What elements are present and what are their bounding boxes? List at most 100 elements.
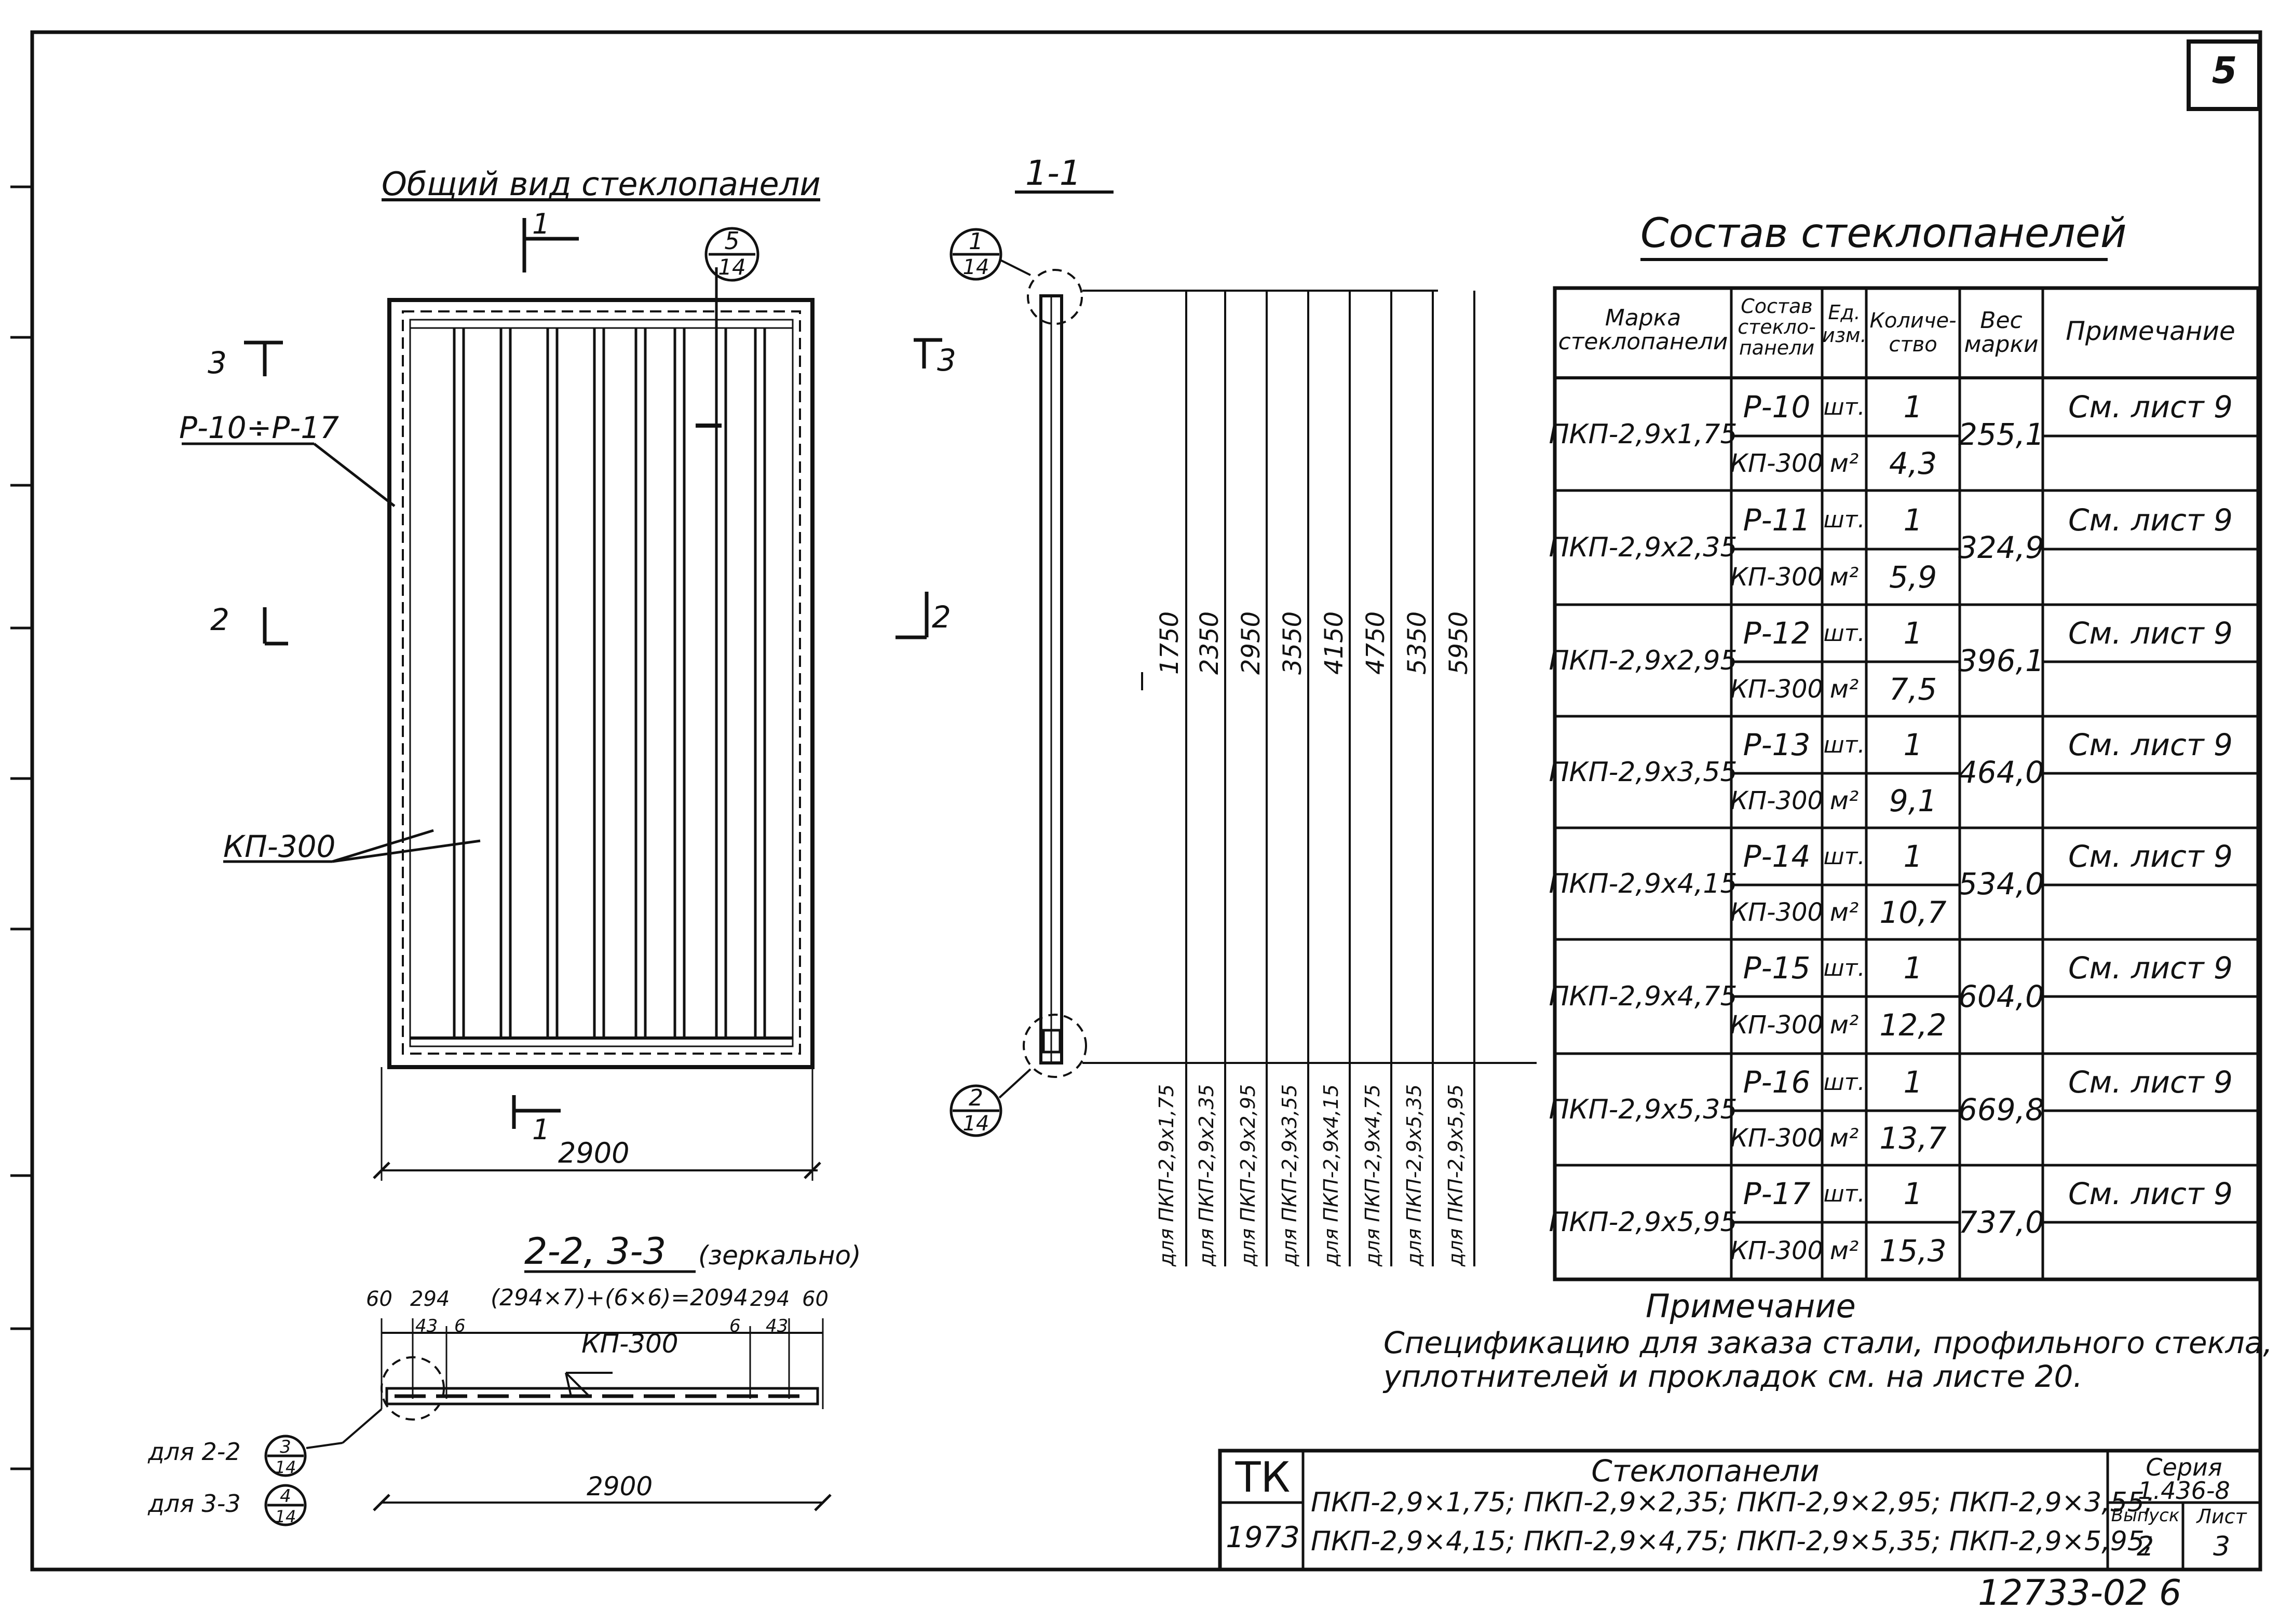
for-panel-label: для ПКП-2,9х4,15 [1320, 1084, 1342, 1266]
callout-3-14-bottom: 14 [275, 1457, 296, 1477]
table-cell-unit: м² [1829, 562, 1859, 592]
table-cell-qty: 13,7 [1879, 1120, 1947, 1156]
section-2-2-width-dim: 2900 [587, 1471, 653, 1502]
leader-frame-label: Р-10÷Р-17 [179, 410, 340, 445]
table-cell-qty: 5,9 [1889, 559, 1937, 595]
table-cell-note: См. лист 9 [2068, 1065, 2233, 1100]
composition-table-frame [1553, 286, 2260, 1281]
table-cell-mark: ПКП-2,9х3,55 [1549, 756, 1738, 788]
title-block-series-label: Серия [2146, 1453, 2222, 1481]
section-marker-1-bottom: 1 [532, 1113, 550, 1146]
section-2-2-title-note: (зеркально) [698, 1240, 861, 1271]
table-cell-mark: ПКП-2,9х1,75 [1549, 418, 1738, 450]
table-cell-mark: ПКП-2,9х2,35 [1549, 532, 1738, 563]
table-cell-weight: 737,0 [1958, 1205, 2045, 1240]
table-cell-qty: 9,1 [1889, 783, 1937, 818]
for-panel-label: для ПКП-2,9х1,75 [1155, 1084, 1178, 1266]
dim-middle: (294×7)+(6×6)=2094 [491, 1285, 749, 1311]
table-cell-qty: 1 [1903, 950, 1923, 986]
table-cell-unit: м² [1829, 674, 1859, 704]
table-cell-unit: шт. [1823, 1180, 1865, 1207]
title-block-org: ТК [1235, 1453, 1291, 1502]
title-block-frame [1218, 1449, 2262, 1572]
title-block-name: Стеклопанели [1591, 1453, 1820, 1489]
sheet-frame [30, 30, 2262, 1572]
for-panel-label: для ПКП-2,9х2,35 [1195, 1084, 1218, 1266]
table-cell-mark: ПКП-2,9х5,35 [1549, 1094, 1738, 1125]
table-cell-unit: м² [1829, 1011, 1859, 1040]
table-cell-note: См. лист 9 [2068, 502, 2233, 538]
table-cell-mark: ПКП-2,9х2,95 [1549, 645, 1738, 676]
for-3-3-label: для 3-3 [148, 1490, 241, 1518]
dim-294-left: 294 [410, 1287, 450, 1311]
table-cell-note: См. лист 9 [2068, 616, 2233, 651]
note-heading: Примечание [1646, 1287, 1856, 1325]
table-cell-unit: шт. [1823, 620, 1865, 647]
table-cell-part: КП-300 [1730, 1123, 1824, 1153]
section-2-2-glass-label: КП-300 [581, 1329, 679, 1359]
for-panel-label: для ПКП-2,9х5,95 [1444, 1084, 1467, 1266]
table-cell-qty: 1 [1903, 1176, 1923, 1211]
table-cell-mark: ПКП-2,9х5,95 [1549, 1207, 1738, 1238]
leader-glass-label: КП-300 [223, 829, 336, 864]
title-block-sheet-value: 3 [2213, 1531, 2231, 1562]
table-cell-qty: 7,5 [1889, 671, 1937, 707]
title-block-series-value: 1.436-8 [2138, 1477, 2230, 1505]
callout-4-14-top: 4 [280, 1486, 291, 1507]
note-line-2: уплотнителей и прокладок см. на листе 20… [1383, 1359, 2083, 1394]
sheet-number: 5 [2211, 49, 2237, 92]
section-2-2-title: 2-2, 3-3 [524, 1230, 667, 1273]
table-cell-note: См. лист 9 [2068, 1176, 2233, 1211]
table-cell-part: КП-300 [1730, 562, 1824, 592]
section-1-1-title: 1-1 [1025, 153, 1081, 193]
table-cell-qty: 1 [1903, 1065, 1923, 1100]
table-cell-qty: 1 [1903, 616, 1923, 651]
table-cell-note: См. лист 9 [2068, 839, 2233, 874]
table-cell-weight: 464,0 [1958, 754, 2045, 790]
table-cell-unit: шт. [1823, 843, 1865, 870]
table-cell-unit: м² [1829, 1236, 1859, 1265]
table-cell-part: КП-300 [1730, 786, 1824, 815]
table-cell-weight: 534,0 [1958, 866, 2045, 902]
table-header-qty: Количе-ство [1869, 309, 1957, 357]
dim-6-right: 6 [729, 1316, 741, 1336]
section-marker-3-left: 3 [208, 345, 227, 380]
table-cell-unit: м² [1829, 1123, 1859, 1153]
table-cell-part: КП-300 [1730, 448, 1824, 478]
table-cell-weight: 669,8 [1958, 1091, 2045, 1127]
for-panel-label: для ПКП-2,9х2,95 [1237, 1084, 1259, 1266]
table-cell-note: См. лист 9 [2068, 727, 2233, 762]
table-cell-mark: ПКП-2,9х4,75 [1549, 981, 1738, 1012]
callout-4-14-bottom: 14 [275, 1507, 296, 1526]
table-cell-part: Р-15 [1743, 950, 1811, 986]
table-header-unit: Ед. изм. [1822, 301, 1867, 347]
table-header-composition: Состав стекло-панели [1738, 295, 1816, 359]
dim-60-right: 60 [802, 1287, 829, 1311]
table-cell-mark: ПКП-2,9х4,15 [1549, 868, 1738, 899]
dim-43-left: 43 [415, 1316, 438, 1336]
table-header-weight: Вес марки [1964, 307, 2039, 358]
table-cell-qty: 1 [1903, 502, 1923, 538]
for-panel-label: для ПКП-2,9х4,75 [1361, 1084, 1384, 1266]
table-cell-unit: м² [1829, 897, 1859, 927]
table-cell-unit: шт. [1823, 393, 1865, 420]
for-panel-label: для ПКП-2,9х3,55 [1278, 1084, 1301, 1266]
callout-2-14-bottom: 14 [962, 1112, 989, 1136]
height-dim: 5350 [1403, 611, 1432, 675]
callout-1-14-bottom: 14 [962, 255, 989, 279]
table-cell-part: КП-300 [1730, 1236, 1824, 1265]
table-cell-note: См. лист 9 [2068, 389, 2233, 425]
title-block-year: 1973 [1226, 1521, 1300, 1554]
height-dim: 2350 [1195, 611, 1224, 675]
height-dim: 2950 [1237, 611, 1266, 675]
table-cell-weight: 604,0 [1958, 979, 2045, 1014]
table-cell-unit: шт. [1823, 731, 1865, 758]
general-view-width-dim: 2900 [558, 1137, 630, 1169]
title-block-sheet-label: Лист [2196, 1505, 2247, 1528]
table-cell-unit: шт. [1823, 1069, 1865, 1096]
table-header-note: Примечание [2066, 316, 2235, 346]
for-2-2-label: для 2-2 [148, 1438, 241, 1466]
callout-5-bottom: 14 [718, 254, 746, 280]
table-cell-qty: 12,2 [1879, 1007, 1947, 1043]
